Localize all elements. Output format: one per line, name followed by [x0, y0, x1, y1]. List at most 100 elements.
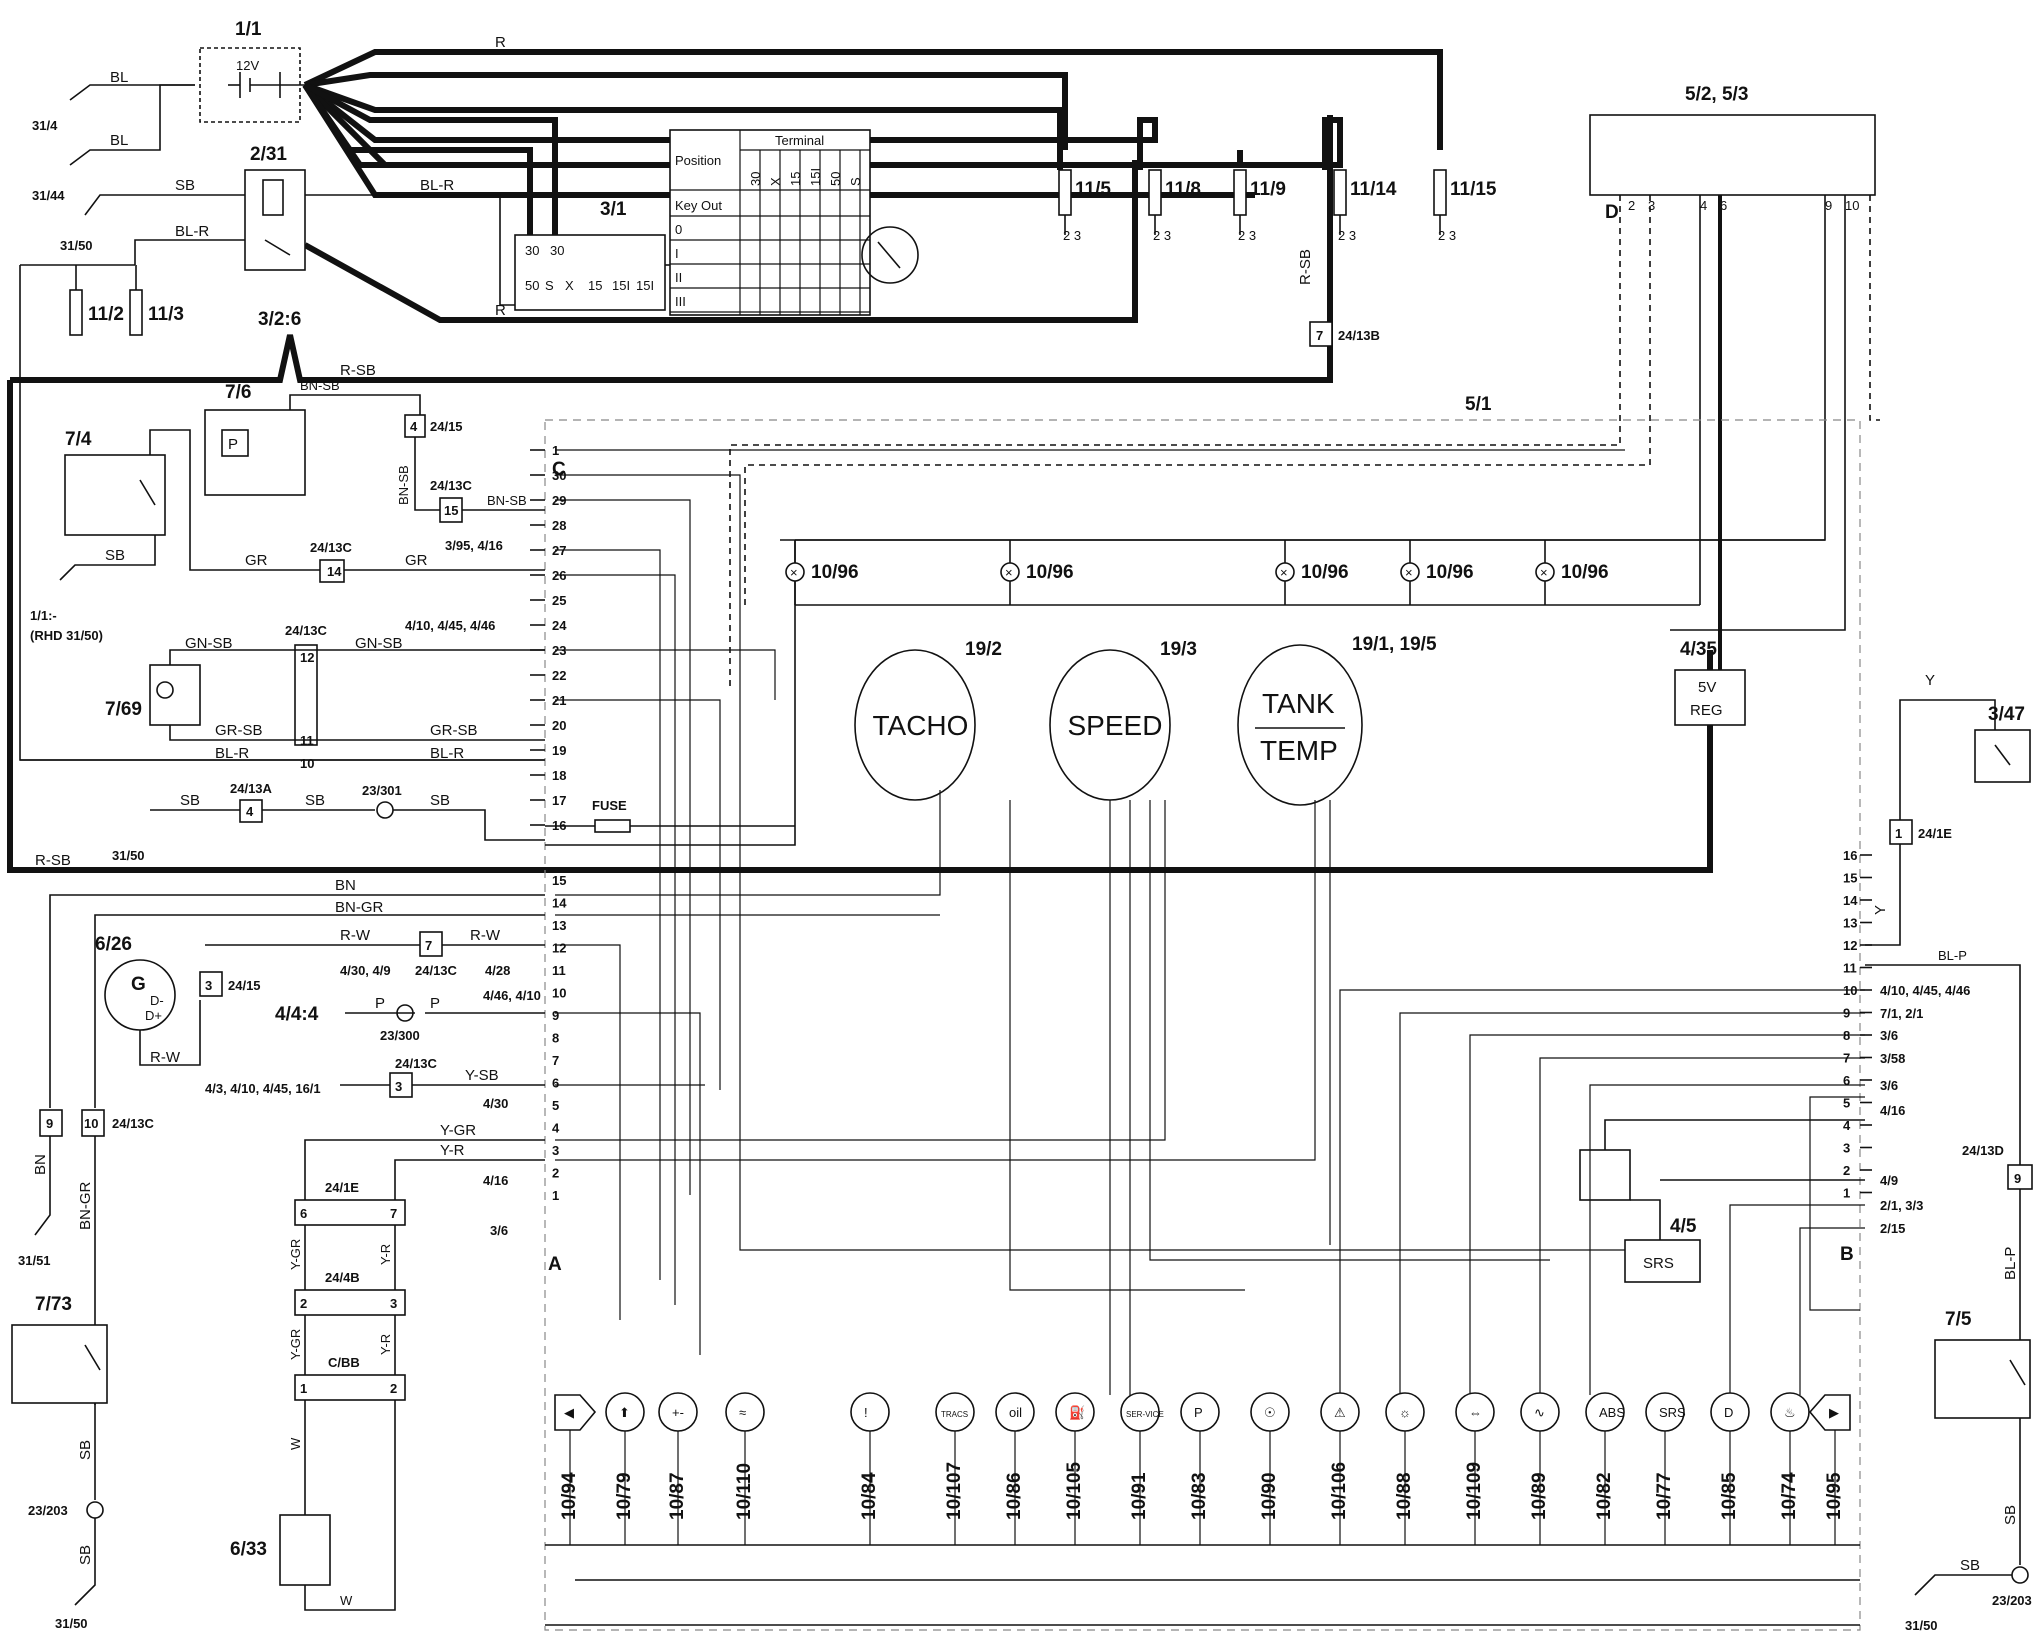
conn-c-pin-18: 18: [552, 768, 566, 783]
sensor-7-4: 7/4: [64, 429, 166, 536]
sensor-c-id: 7/69: [105, 699, 142, 720]
alt-g: G: [131, 974, 146, 995]
indicator-id-18: 10/74: [1779, 1472, 1800, 1520]
indicator-id-10: 10/90: [1259, 1472, 1280, 1520]
table-col-2: 15: [788, 172, 803, 186]
wire-bngr-1: BN-GR: [335, 899, 384, 916]
indicator-icon: [658, 1392, 698, 1432]
top-fuse-1: 11/8: [1165, 179, 1201, 200]
module-id: 5/2, 5/3: [1685, 84, 1748, 105]
stack-3: 3: [390, 1296, 397, 1311]
wire-blr-3: BL-R: [215, 745, 249, 762]
wire-bn-2: BN: [32, 1154, 49, 1175]
wire-blr-4: BL-R: [430, 745, 464, 762]
conn-b-ref-8: 2/15: [1880, 1221, 1905, 1236]
srs-label: SRS: [1643, 1255, 1674, 1272]
wire-rsb-2: R-SB: [35, 852, 71, 869]
fuse-label: FUSE: [592, 798, 627, 813]
sensor-3-47: 3/47: [1974, 704, 2031, 783]
conn-b-pin-5: 5: [1843, 1096, 1850, 1111]
photo-sensor: [1579, 1149, 1631, 1201]
conn-7b: 7: [1316, 328, 1323, 343]
conn-b-pin-2: 2: [1843, 1163, 1850, 1178]
mod-pin-9: 9: [1825, 198, 1832, 213]
wire-p-2: P: [430, 995, 440, 1012]
indicator-id-17: 10/85: [1719, 1472, 1740, 1520]
mod-pin-2: 2: [1628, 198, 1635, 213]
conn-a-ref-12: 4/28: [485, 963, 510, 978]
indicator-glyph-17: D: [1724, 1405, 1733, 1420]
wire-bnsb-3: BN-SB: [487, 493, 527, 508]
indicator-glyph-12: ☼: [1399, 1405, 1411, 1420]
indicator-glyph-2: +-: [672, 1405, 684, 1420]
conn-a-pin-4: 4: [552, 1121, 560, 1136]
indicator-id-1: 10/79: [614, 1472, 635, 1520]
conn-b-pin-16: 16: [1843, 848, 1857, 863]
gauge-2: [1237, 644, 1363, 806]
stack-2b: 2: [390, 1381, 397, 1396]
conn-stack: 6 7 2 3 1 2 24/1E 24/4B C/BB: [294, 1180, 406, 1401]
top-fuse-body: [1148, 169, 1162, 216]
conn-b-pin-15: 15: [1843, 871, 1857, 886]
indicator-glyph-1: ⬆: [619, 1405, 630, 1420]
conn-b-ref-5: 4/16: [1880, 1103, 1905, 1118]
indicator-icon: [1320, 1392, 1360, 1432]
conn-3b: 3: [395, 1079, 402, 1094]
conn-14: 14: [327, 564, 342, 579]
conn-15: 15: [444, 503, 458, 518]
gauge-id-0: 19/2: [965, 639, 1002, 660]
conn-b-pin-4: 4: [1843, 1118, 1851, 1133]
indicator-icon: [1455, 1392, 1495, 1432]
wire-sb-8: SB: [2002, 1505, 2019, 1525]
sensor-7-6: 7/6 P: [204, 382, 306, 496]
key-icon: [861, 226, 919, 284]
rhd-label: 1/1:-: [30, 608, 57, 623]
conn-24-13b: 24/13B: [1338, 328, 1380, 343]
lamp-x: ×: [1405, 565, 1413, 580]
conn-24-13c-b: 24/13C: [430, 478, 473, 493]
indicator-glyph-4: !: [864, 1405, 868, 1420]
conn-b-letter: B: [1840, 1244, 1854, 1265]
splice-23-300: 23/300: [380, 1028, 420, 1043]
sensor-7-69: 7/69: [105, 664, 201, 726]
reg-l2: REG: [1690, 702, 1723, 719]
conn-24-13c-f: 24/13C: [112, 1116, 155, 1131]
conn-a-pin-11: 11: [552, 963, 566, 978]
table-col-0: 30: [748, 172, 763, 186]
turn-indicator-icon: [1808, 1394, 1851, 1431]
wire-rsb-3: R-SB: [1297, 249, 1314, 285]
ign-t15i-b: 15I: [636, 278, 654, 293]
conn-a-pin-1: 1: [552, 1188, 559, 1203]
conn-a-ref-13: 4/30, 4/9: [340, 963, 391, 978]
indicator-glyph-11: ⚠: [1334, 1405, 1346, 1420]
conn-b-pin-13: 13: [1843, 916, 1857, 931]
gauge-id-2: 19/1, 19/5: [1352, 634, 1437, 655]
sensor-6-33: 6/33: [230, 1514, 331, 1586]
conn-b-ref-0: 4/10, 4/45, 4/46: [1880, 983, 1970, 998]
battery: 1/1 12V: [199, 19, 305, 123]
table-col-3: 15I: [808, 168, 823, 186]
lamp-x: ×: [1540, 565, 1548, 580]
alt-dminus: D-: [150, 993, 164, 1008]
srs-id: 4/5: [1670, 1216, 1697, 1237]
gauge-label-0: TACHO: [873, 710, 969, 741]
table-col-5: S: [848, 177, 863, 186]
reg-id: 4/35: [1680, 639, 1717, 660]
gauge-0: [854, 649, 976, 801]
indicator-icon: [1055, 1392, 1095, 1432]
mod-pin-10: 10: [1845, 198, 1859, 213]
sensor-b-id: 7/6: [225, 382, 251, 403]
conn-24-13c-d: 24/13C: [415, 963, 458, 978]
ignition-switch: 3/1 30 30 50 S X 15 15I 15I: [514, 199, 666, 311]
pressure-p: P: [228, 436, 238, 453]
conn-c-pin-22: 22: [552, 668, 566, 683]
conn-a-pin-14: 14: [552, 896, 567, 911]
indicator-icon: [605, 1392, 645, 1432]
cluster-id: 5/1: [1465, 394, 1492, 415]
indicator-id-4: 10/84: [859, 1472, 880, 1520]
lamp-1: 10/96: [1026, 562, 1074, 583]
conn-24-13c-a: 24/13C: [310, 540, 353, 555]
conn-10b: 10: [84, 1116, 98, 1131]
wire-sb-4: SB: [305, 792, 325, 809]
ground-31-51: 31/51: [18, 1253, 51, 1268]
